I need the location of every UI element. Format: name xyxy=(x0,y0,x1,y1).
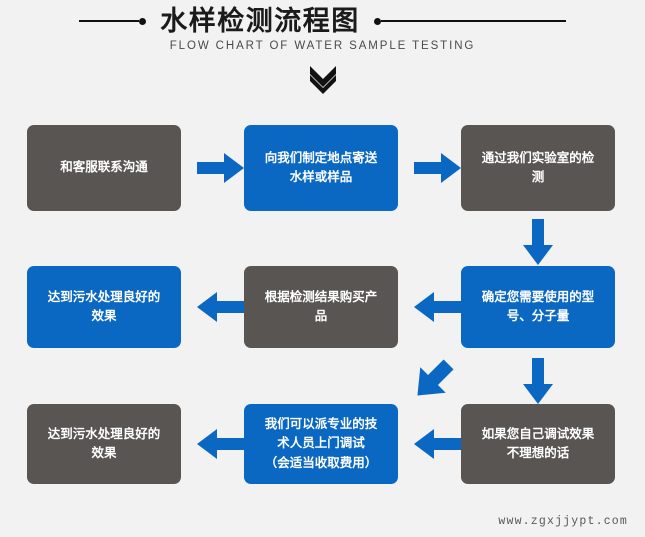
title-dot-left xyxy=(139,17,147,25)
arrow-right-icon-a1 xyxy=(197,152,244,184)
arrow-down-icon-a3 xyxy=(522,219,554,265)
title-rule-left xyxy=(79,20,140,22)
arrow-left-icon-a8 xyxy=(414,428,461,460)
arrow-down-left-icon-a6 xyxy=(409,356,457,404)
flow-node-n4[interactable]: 达到污水处理良好的 效果 xyxy=(27,266,181,348)
page-subtitle: FLOW CHART OF WATER SAMPLE TESTING xyxy=(169,40,476,52)
flow-node-n2[interactable]: 向我们制定地点寄送 水样或样品 xyxy=(244,125,398,211)
flow-node-n5[interactable]: 根据检测结果购买产 品 xyxy=(244,266,398,348)
flow-node-n6[interactable]: 确定您需要使用的型 号、分子量 xyxy=(461,266,615,348)
site-watermark: www.zgxjjypt.com xyxy=(498,515,628,528)
flow-node-n9[interactable]: 如果您自己调试效果 不理想的话 xyxy=(461,404,615,484)
flow-node-n7[interactable]: 达到污水处理良好的 效果 xyxy=(27,404,181,484)
arrow-down-icon-a7 xyxy=(522,358,554,404)
arrow-right-icon-a2 xyxy=(414,152,461,184)
arrow-left-icon-a5 xyxy=(197,291,244,323)
flow-node-n3[interactable]: 通过我们实验室的检 测 xyxy=(461,125,615,211)
title-dot-right xyxy=(373,17,381,25)
flow-node-n8[interactable]: 我们可以派专业的技 术人员上门调试 （会适当收取费用） xyxy=(244,404,398,484)
double-chevron-down-icon xyxy=(0,66,645,94)
flow-node-n1[interactable]: 和客服联系沟通 xyxy=(27,125,181,211)
chart-header: 水样检测流程图 FLOW CHART OF WATER SAMPLE TESTI… xyxy=(0,0,645,108)
title-row: 水样检测流程图 xyxy=(0,4,645,38)
arrow-left-icon-a4 xyxy=(414,291,461,323)
title-rule-right xyxy=(380,20,566,22)
page-title: 水样检测流程图 xyxy=(160,5,360,36)
arrow-left-icon-a9 xyxy=(197,428,244,460)
